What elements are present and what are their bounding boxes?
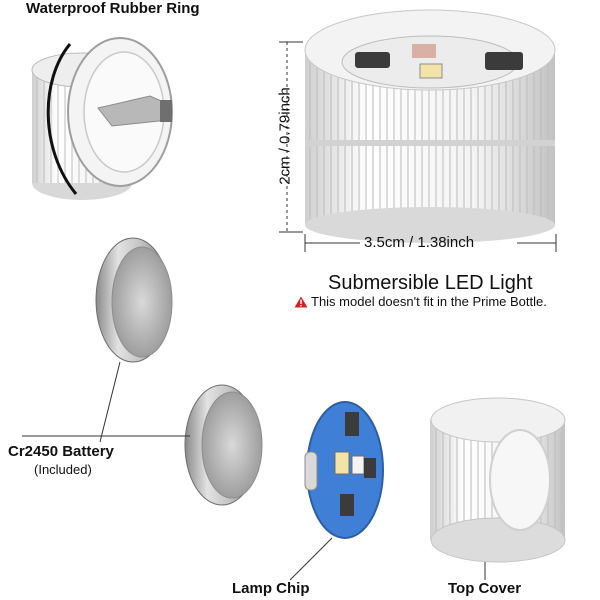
width-dimension-label: 3.5cm / 1.38inch — [364, 234, 475, 251]
rubber-ring-label: Waterproof Rubber Ring — [26, 0, 200, 17]
battery-bottom — [184, 384, 263, 506]
height-dimension-line — [279, 41, 303, 233]
battery-note: (Included) — [34, 462, 92, 477]
battery-top — [95, 237, 173, 363]
rubber-ring-inner — [46, 37, 173, 195]
assembled-light — [304, 9, 556, 243]
battery-leader-lines — [22, 361, 190, 443]
lamp-chip-label: Lamp Chip — [232, 580, 310, 597]
height-dimension-label: 2cm / 0.79inch — [276, 87, 294, 185]
warning-triangle-icon — [294, 296, 308, 307]
warning-note: This model doesn't fit in the Prime Bott… — [294, 294, 547, 309]
lamp-chip — [289, 401, 384, 581]
battery-label: Cr2450 Battery — [8, 443, 114, 460]
product-title: Submersible LED Light — [328, 272, 533, 294]
top-cover — [430, 397, 566, 580]
warning-text: This model doesn't fit in the Prime Bott… — [311, 294, 547, 309]
width-dimension-line — [304, 234, 557, 252]
top-cover-label: Top Cover — [448, 580, 522, 597]
